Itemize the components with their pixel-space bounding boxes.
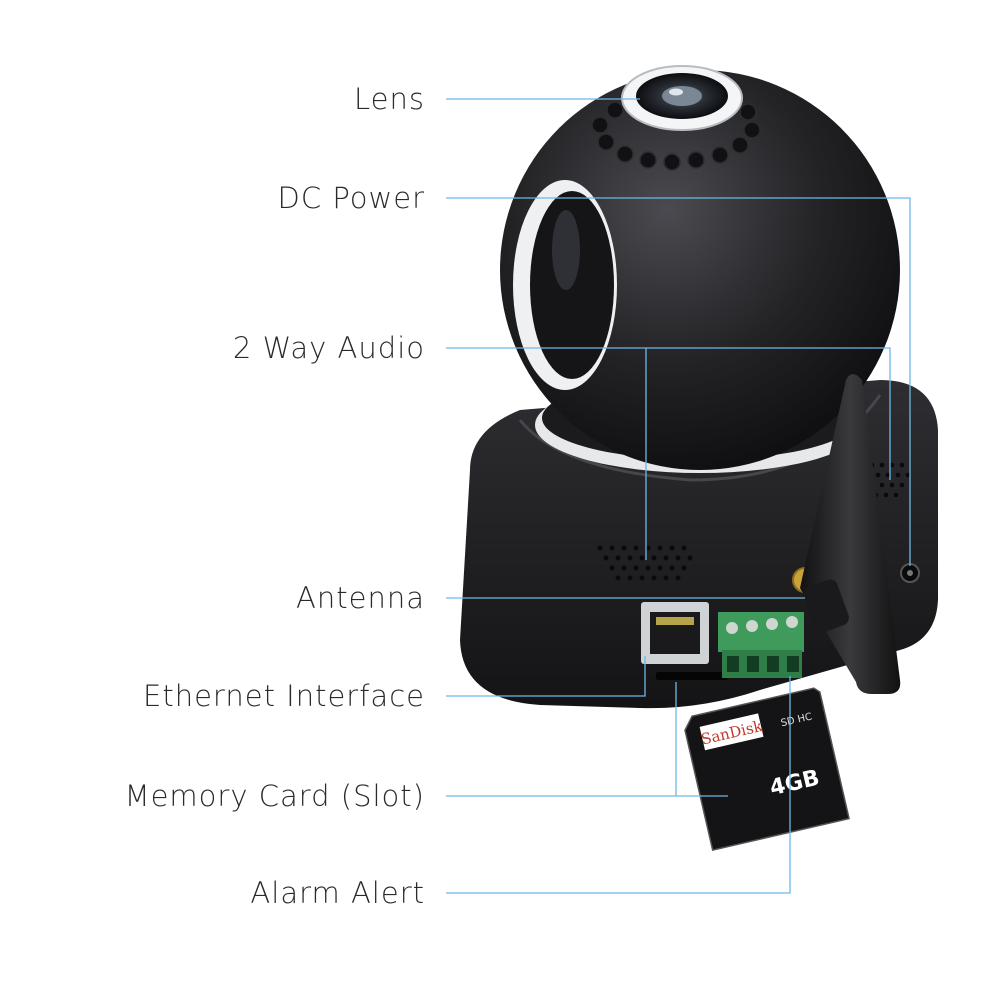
callout-label-alarm: Alarm Alert (250, 876, 425, 910)
callout-label-ethernet: Ethernet Interface (143, 679, 425, 713)
callout-label-two-way-audio: 2 Way Audio (232, 331, 425, 365)
dc-jack-pin (907, 570, 913, 576)
leader-line-memory-card (446, 682, 728, 797)
antenna-joint (803, 579, 849, 633)
lens-glass (662, 86, 702, 106)
leader-line-dc-power (446, 197, 911, 566)
ethernet-port-pins (656, 617, 694, 625)
speaker-grille-left (597, 545, 693, 581)
leader-line-alarm (446, 676, 791, 894)
callout-label-memory-card: Memory Card (Slot) (124, 779, 425, 813)
sd-card: SanDisk SD HC 4GB (684, 687, 850, 851)
alarm-terminal-block (718, 612, 804, 678)
card-slot (656, 672, 728, 680)
camera-device: SanDisk SD HC 4GB (460, 65, 938, 851)
callout-label-dc-power: DC Power (277, 181, 425, 215)
speaker-grille-right (865, 462, 911, 498)
callout-label-lens: Lens (354, 82, 425, 116)
leader-line-ethernet (446, 656, 646, 697)
lens-glare (669, 88, 683, 96)
side-ring-shine (552, 210, 580, 290)
leader-lines (446, 98, 911, 894)
callout-label-antenna: Antenna (296, 581, 425, 615)
camera-ball (500, 70, 900, 470)
leader-line-two-way-audio (446, 347, 891, 560)
